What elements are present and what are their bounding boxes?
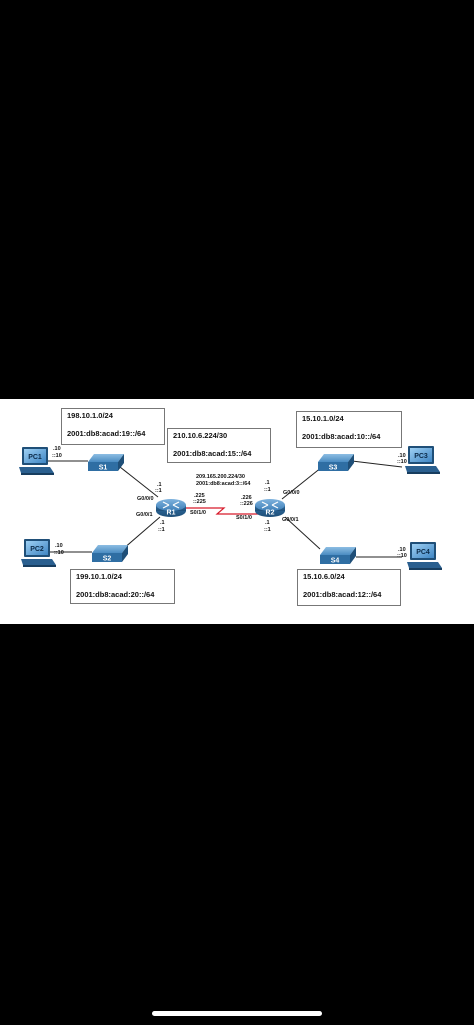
pc3-label: PC3 <box>414 453 428 460</box>
network-s2-ipv6: 2001:db8:acad:20::/64 <box>76 589 155 599</box>
network-s2-ipv4: 199.10.1.0/24 <box>76 572 122 581</box>
network-box-s2: 199.10.1.0/24 2001:db8:acad:20::/64 <box>70 569 175 604</box>
network-s4-ipv6: 2001:db8:acad:12::/64 <box>303 589 382 599</box>
pc3-ipv4-host: .10 <box>398 453 406 459</box>
pc1-ipv4-host: .10 <box>53 446 61 452</box>
pc2-ipv6-host: ::10 <box>54 550 64 556</box>
pc3-icon[interactable]: PC3 <box>405 446 440 474</box>
r2-serial-v6: ::226 <box>240 501 253 507</box>
serial-ipv6-net: 2001:db8:acad:3::/64 <box>196 481 251 487</box>
pc2-label: PC2 <box>30 546 44 553</box>
s4-label: S4 <box>331 558 340 565</box>
link-r2-s4 <box>284 516 321 550</box>
s2-icon[interactable]: S2 <box>92 545 128 563</box>
network-box-s4: 15.10.6.0/24 2001:db8:acad:12::/64 <box>297 569 401 606</box>
r2-s010-label: S0/1/0 <box>236 515 252 521</box>
r1-g001-v4: .1 <box>160 520 165 526</box>
s4-icon[interactable]: S4 <box>320 547 356 565</box>
pc4-ipv6-host: ::10 <box>397 553 407 559</box>
r2-g000-label: G0/0/0 <box>283 490 300 496</box>
serial-link <box>185 507 264 515</box>
r1-label: R1 <box>167 510 176 517</box>
pc3-ipv6-host: ::10 <box>397 459 407 465</box>
pc2-ipv4-host: .10 <box>55 543 63 549</box>
pc1-label: PC1 <box>28 454 42 461</box>
r1-g001-v6: ::1 <box>158 527 165 533</box>
home-indicator[interactable] <box>152 1011 322 1016</box>
r2-g001-v4: .1 <box>265 520 270 526</box>
pc4-label: PC4 <box>416 549 430 556</box>
r1-s010-label: S0/1/0 <box>190 510 206 516</box>
network-s3-ipv4: 15.10.1.0/24 <box>302 414 344 423</box>
network-s1-ipv6: 2001:db8:acad:19::/64 <box>67 428 146 438</box>
r1-g000-v4: .1 <box>157 482 162 488</box>
network-r1-lan-ipv4: 210.10.6.224/30 <box>173 431 228 440</box>
r1-g001-label: G0/0/1 <box>136 512 153 518</box>
r2-g000-v4: .1 <box>265 480 270 486</box>
r2-g000-v6: ::1 <box>264 487 271 493</box>
pc2-icon[interactable]: PC2 <box>21 539 56 567</box>
r1-icon[interactable]: R1 <box>156 499 186 517</box>
link-s2-r1 <box>122 516 161 550</box>
r2-serial-v4: .226 <box>241 495 252 501</box>
network-r1-lan-ipv6: 2001:db8:acad:15::/64 <box>173 448 252 458</box>
r1-serial-v6: ::225 <box>193 499 206 505</box>
s1-icon[interactable]: S1 <box>88 454 124 472</box>
s2-label: S2 <box>103 556 112 563</box>
pc4-icon[interactable]: PC4 <box>407 542 442 570</box>
r1-g000-v6: ::1 <box>155 488 162 494</box>
r1-g000-label: G0/0/0 <box>137 496 154 502</box>
r1-serial-v4: .225 <box>194 493 205 499</box>
r2-g001-v6: ::1 <box>264 527 271 533</box>
s3-label: S3 <box>329 465 338 472</box>
r2-g001-label: G0/0/1 <box>282 517 299 523</box>
serial-ipv4-net: 209.165.200.224/30 <box>196 474 245 480</box>
network-box-r1-lan: 210.10.6.224/30 2001:db8:acad:15::/64 <box>167 428 271 463</box>
network-s1-ipv4: 198.10.1.0/24 <box>67 411 113 420</box>
r2-label: R2 <box>266 510 275 517</box>
pc4-ipv4-host: .10 <box>398 547 406 553</box>
network-box-s3: 15.10.1.0/24 2001:db8:acad:10::/64 <box>296 411 402 448</box>
pc1-ipv6-host: ::10 <box>52 453 62 459</box>
link-r2-s3 <box>281 466 323 500</box>
topology-svg: PC1 PC2 PC3 PC4 <box>19 446 442 570</box>
network-s3-ipv6: 2001:db8:acad:10::/64 <box>302 431 381 441</box>
link-s1-r1 <box>119 466 159 498</box>
network-s4-ipv4: 15.10.6.0/24 <box>303 572 345 581</box>
s1-label: S1 <box>99 465 108 472</box>
link-s3-pc3 <box>351 460 403 468</box>
topology-diagram: PC1 PC2 PC3 PC4 <box>0 399 474 624</box>
s3-icon[interactable]: S3 <box>318 454 354 472</box>
r2-icon[interactable]: R2 <box>255 499 285 517</box>
pc1-icon[interactable]: PC1 <box>19 447 54 475</box>
network-box-s1: 198.10.1.0/24 2001:db8:acad:19::/64 <box>61 408 165 445</box>
